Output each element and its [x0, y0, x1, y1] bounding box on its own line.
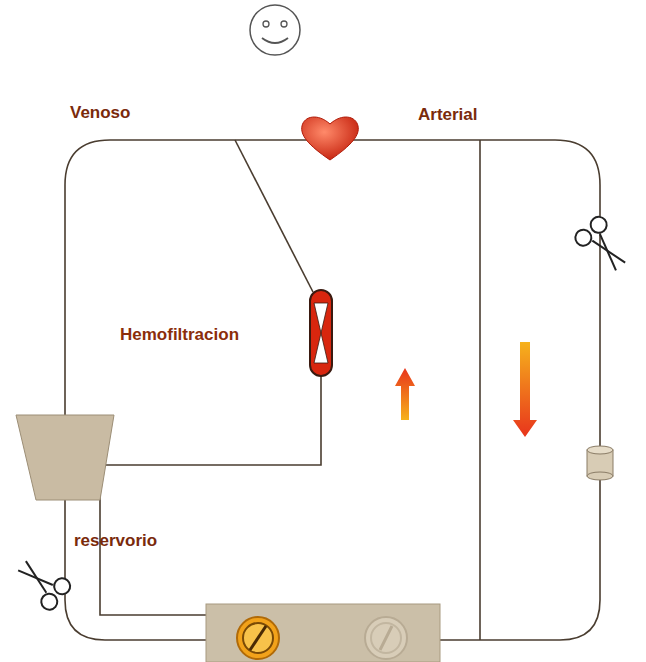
component-label: Hemofiltracion: [120, 326, 239, 345]
tubing: [65, 140, 600, 640]
hemofilter: [310, 290, 332, 376]
clamp-scissors: [10, 552, 73, 613]
patient-smiley: [250, 5, 300, 55]
arterial-filter: [587, 446, 613, 480]
clamp-scissors: [572, 214, 634, 279]
flow-arrow-up: [395, 368, 415, 420]
flow-arrow-down: [513, 342, 537, 437]
component-label: reservorio: [74, 532, 157, 551]
vessel-label: Arterial: [418, 106, 478, 125]
reservoir: [16, 415, 114, 500]
heart-icon: [302, 117, 359, 160]
vessel-label: Venoso: [70, 104, 130, 123]
roller-pump: [206, 604, 440, 662]
